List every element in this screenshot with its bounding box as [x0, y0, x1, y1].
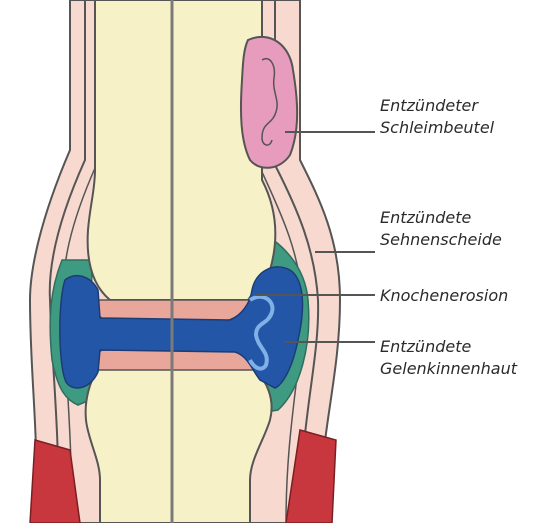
label-bursa-line2: Schleimbeutel	[380, 118, 495, 137]
label-sheath-line2: Sehnenscheide	[380, 230, 502, 249]
inflamed-bursa	[241, 37, 297, 168]
label-erosion: Knochenerosion	[380, 286, 508, 305]
label-sheath-line1: Entzündete	[380, 208, 471, 227]
lower-bone	[86, 365, 272, 523]
lower-cortex	[94, 350, 259, 370]
label-synovium-line2: Gelenkinnenhaut	[380, 359, 518, 378]
label-synovium-line1: Entzündete	[380, 337, 471, 356]
label-bursa-line1: Entzündeter	[380, 96, 479, 115]
